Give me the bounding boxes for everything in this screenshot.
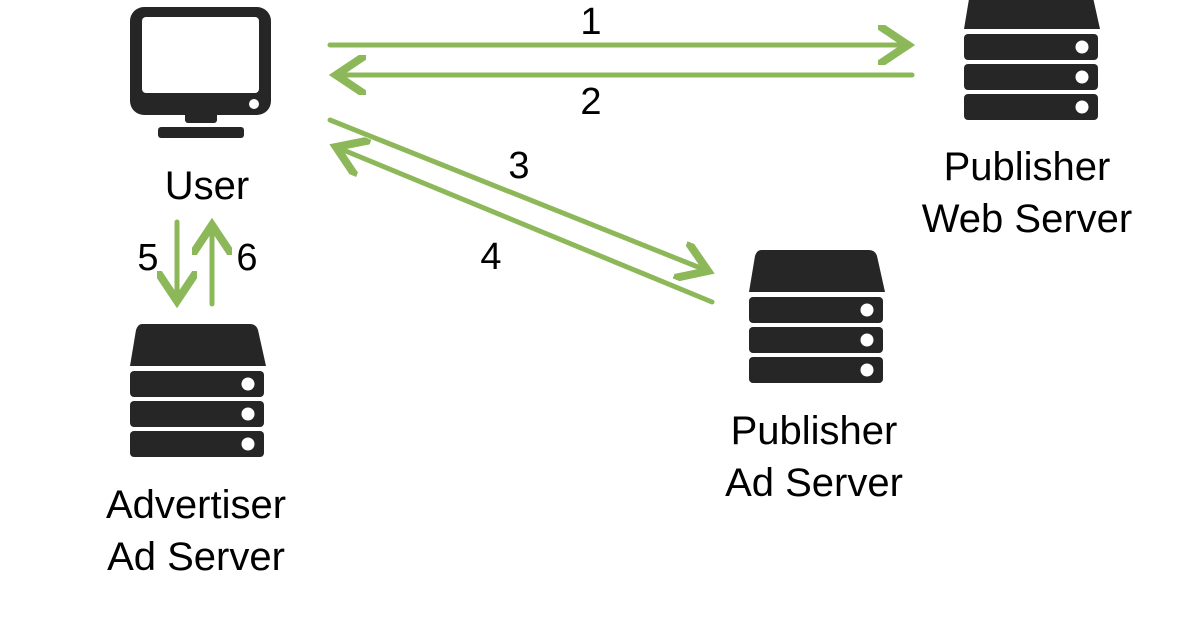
arrow-6-label: 6	[236, 237, 257, 279]
advertiser-ad-server-label-1: Advertiser	[106, 483, 286, 527]
server-icon	[749, 250, 885, 383]
arrow-5-label: 5	[137, 237, 158, 279]
publisher-web-server-label-1: Publisher	[944, 145, 1111, 189]
server-icon	[130, 324, 266, 457]
monitor-icon	[130, 7, 271, 138]
publisher-ad-server-label-2: Ad Server	[725, 461, 903, 505]
server-icon	[964, 0, 1100, 120]
arrow-3-label: 3	[508, 145, 529, 187]
publisher-web-server-label-2: Web Server	[922, 197, 1132, 241]
advertiser-ad-server-label-2: Ad Server	[107, 535, 285, 579]
arrow-3	[327, 117, 708, 271]
arrow-4-label: 4	[480, 236, 501, 278]
arrow-1-label: 1	[580, 1, 601, 43]
user-label: User	[165, 164, 249, 208]
arrow-2-label: 2	[580, 81, 601, 123]
publisher-ad-server-label-1: Publisher	[731, 409, 898, 453]
arrow-4	[336, 147, 715, 305]
